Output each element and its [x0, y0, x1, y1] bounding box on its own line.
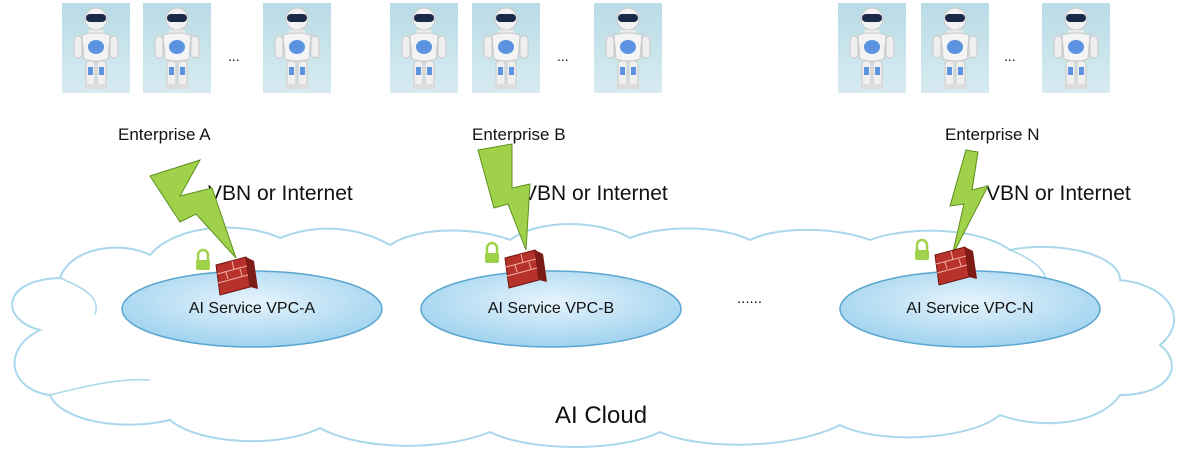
network-label: VBN or Internet [986, 182, 1131, 205]
between-vpcs-ellipsis: ...... [737, 290, 763, 307]
cloud-inner-curve [49, 378, 151, 396]
network-label: VBN or Internet [208, 182, 353, 205]
enterprise-label: Enterprise N [945, 125, 1040, 144]
vpc-label: AI Service VPC-N [906, 300, 1034, 317]
robots-ellipsis: ... [1004, 48, 1016, 64]
robot-icon [62, 3, 130, 93]
vpc-label: AI Service VPC-A [188, 300, 316, 317]
robot-icon [921, 3, 989, 93]
enterprise-label: Enterprise A [118, 125, 211, 144]
robot-icon [263, 3, 331, 93]
robots-ellipsis: ... [228, 48, 240, 64]
robots-ellipsis: ... [557, 48, 569, 64]
robot-icon [838, 3, 906, 93]
robot-icon [472, 3, 540, 93]
robot-icon [390, 3, 458, 93]
robot-icon [1042, 3, 1110, 93]
ai-cloud-label: AI Cloud [555, 402, 648, 429]
robot-icon [143, 3, 211, 93]
robot-icon [594, 3, 662, 93]
cloud-inner-curve [59, 277, 97, 316]
network-label: VBN or Internet [523, 182, 668, 205]
vpc-label: AI Service VPC-B [487, 300, 615, 317]
enterprise-label: Enterprise B [472, 125, 566, 144]
